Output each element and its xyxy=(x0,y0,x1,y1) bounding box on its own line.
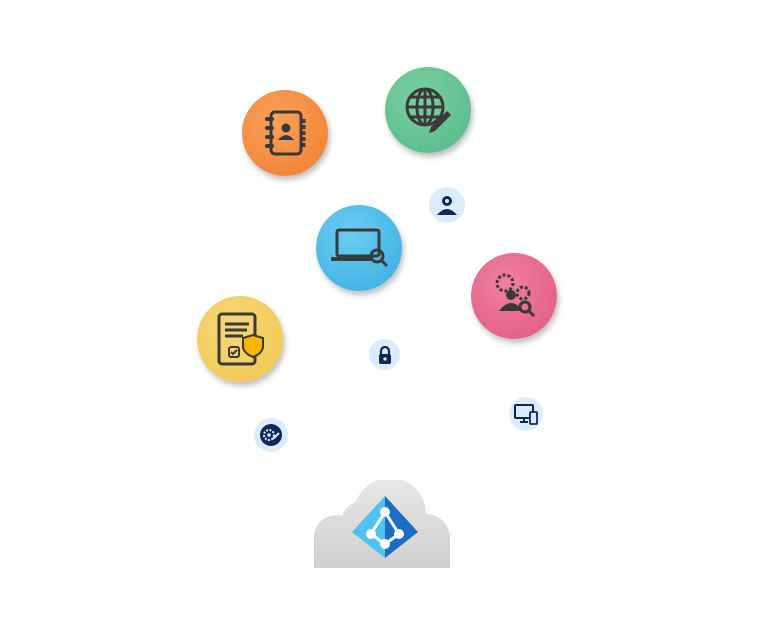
lock-node xyxy=(369,339,400,370)
azure-ad-cloud-hub xyxy=(312,480,452,570)
globe-node xyxy=(385,67,471,153)
user-settings-node xyxy=(471,253,557,339)
user-gear-node xyxy=(429,187,465,223)
azure-active-directory-icon xyxy=(352,496,418,558)
devices-node xyxy=(509,397,543,431)
user-settings-search-icon xyxy=(495,273,536,318)
address-book-node xyxy=(242,90,328,176)
devices-icon xyxy=(514,404,538,425)
gear-pencil-icon xyxy=(260,424,282,446)
globe-edit-icon xyxy=(405,87,451,133)
laptop-search-node xyxy=(316,205,402,291)
address-book-icon xyxy=(265,110,306,156)
gear-pencil-node xyxy=(254,418,288,452)
document-shield-icon xyxy=(217,312,264,366)
user-gear-icon xyxy=(437,196,457,215)
lock-icon xyxy=(378,345,391,364)
laptop-search-icon xyxy=(331,228,389,268)
document-shield-node xyxy=(197,296,283,382)
